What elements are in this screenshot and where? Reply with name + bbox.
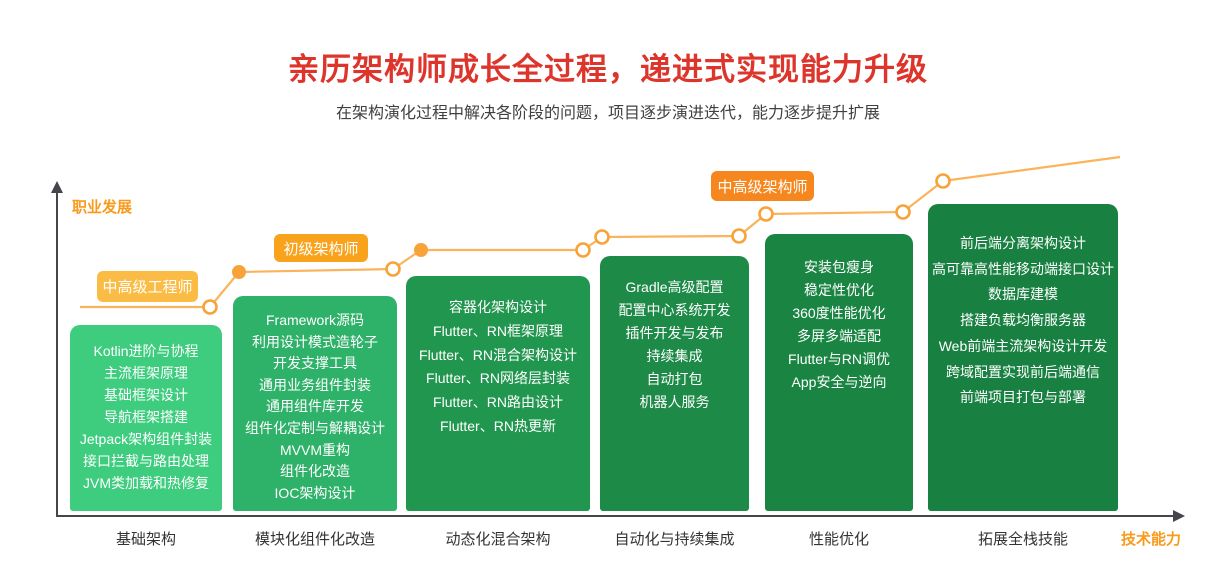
line-marker-hollow <box>575 242 591 258</box>
stage-item: 前后端分离架构设计 <box>960 235 1086 251</box>
stage-item: 通用业务组件封装 <box>259 376 371 393</box>
stage-item: Gradle高级配置 <box>625 279 724 295</box>
stage-item: Kotlin进阶与协程 <box>93 343 199 359</box>
stage-axis-label-4: 自动化与持续集成 <box>614 531 735 548</box>
stage-column-5: 安装包瘦身稳定性优化 360度性能优化多屏多端适配 Flutter与RN调优 App安… <box>765 234 913 511</box>
stage-item: 组件化定制与解耦设计 <box>245 419 385 436</box>
stage-item: 搭建负载均衡服务器 <box>960 312 1086 329</box>
y-axis-label: 职业发展 <box>72 199 133 216</box>
stage-item: 基础框架设计 <box>104 387 188 403</box>
stage-item: 自动打包 <box>646 371 703 387</box>
page-title: 亲历架构师成长全过程，递进式实现能力升级 <box>288 52 928 87</box>
stage-column-3: 容器化架构设计 Flutter、RN框架原理 Flutter、RN混合架构设计 Flu… <box>406 276 590 511</box>
stage-item: App安全与逆向 <box>791 374 887 390</box>
page-subtitle: 在架构演化过程中解决各阶段的问题，项目逐步演进迭代，能力逐步提升扩展 <box>335 105 880 122</box>
stage-item: 数据库建模 <box>988 286 1058 303</box>
stage-item: Framework源码 <box>265 312 364 328</box>
x-axis-label: 技术能力 <box>1121 531 1182 548</box>
stage-column-6: 前后端分离架构设计高可靠高性能移动端接口设计数据库建模搭建负载均衡服务器 Web前… <box>928 204 1118 511</box>
stage-item: IOC架构设计 <box>274 484 356 501</box>
stage-item: Flutter、RN框架原理 <box>433 322 563 339</box>
line-marker-hollow <box>731 228 747 244</box>
stage-item: 开发支撑工具 <box>273 355 357 372</box>
stage-item: Web前端主流架构设计开发 <box>938 337 1108 354</box>
line-marker-filled <box>414 243 428 257</box>
line-marker-hollow <box>385 261 401 277</box>
stage-item: 组件化改造 <box>280 463 350 480</box>
stage-item: 容器化架构设计 <box>449 299 547 315</box>
stage-item: Flutter、RN混合架构设计 <box>419 346 577 363</box>
stage-column-1: Kotlin进阶与协程主流框架原理基础框架设计导航框架搭建 Jetpack架构组件… <box>70 325 222 511</box>
stage-item: 插件开发与发布 <box>625 325 724 341</box>
stage-item: Flutter、RN路由设计 <box>433 394 563 411</box>
role-badge-3: 中高级架构师 <box>711 171 814 201</box>
stage-item: Jetpack架构组件封装 <box>79 431 213 447</box>
stage-axis-label-6: 拓展全栈技能 <box>977 531 1068 548</box>
stage-item: JVM类加载和热修复 <box>83 475 209 491</box>
stage-item: 导航框架搭建 <box>104 409 188 425</box>
stage-item: 通用组件库开发 <box>266 398 364 415</box>
role-badge-1: 中高级工程师 <box>97 271 198 302</box>
x-axis-arrow-icon <box>1173 510 1185 522</box>
stage-column-4: Gradle高级配置配置中心系统开发插件开发与发布持续集成自动打包机器人服务 <box>600 256 749 511</box>
stage-item: 360度性能优化 <box>792 305 886 321</box>
line-marker-hollow <box>202 299 218 315</box>
stage-item: 利用设计模式造轮子 <box>252 333 378 350</box>
line-marker-hollow <box>758 206 774 222</box>
stage-item: 前端项目打包与部署 <box>960 389 1086 406</box>
stage-axis-label-1: 基础架构 <box>115 531 176 548</box>
stage-item: 机器人服务 <box>639 394 710 410</box>
stage-item: Flutter、RN网络层封装 <box>426 370 570 387</box>
stage-item: 持续集成 <box>646 348 703 364</box>
stage-item: 稳定性优化 <box>804 282 874 298</box>
role-badge-2: 初级架构师 <box>274 234 368 262</box>
line-marker-hollow <box>935 173 951 189</box>
stage-item: 接口拦截与路由处理 <box>83 453 209 469</box>
line-marker-hollow <box>895 204 911 220</box>
stage-item: Flutter与RN调优 <box>788 351 890 367</box>
stage-item: 多屏多端适配 <box>797 328 881 344</box>
stage-item: 配置中心系统开发 <box>618 302 731 318</box>
stage-item: 高可靠高性能移动端接口设计 <box>932 260 1114 277</box>
stage-axis-label-3: 动态化混合架构 <box>445 531 551 548</box>
stage-column-2: Framework源码利用设计模式造轮子开发支撑工具通用业务组件封装通用组件库开… <box>233 296 397 511</box>
stage-item: 跨域配置实现前后端通信 <box>946 363 1100 380</box>
stage-item: Flutter、RN热更新 <box>440 417 556 434</box>
stage-axis-label-2: 模块化组件化改造 <box>254 531 375 548</box>
y-axis-arrow-icon <box>51 181 63 193</box>
stage-axis-label-5: 性能优化 <box>808 531 869 548</box>
line-marker-hollow <box>594 229 610 245</box>
stage-item: 主流框架原理 <box>104 365 188 381</box>
stage-item: MVVM重构 <box>280 441 350 458</box>
line-marker-filled <box>232 265 246 279</box>
stage-item: 安装包瘦身 <box>804 259 874 275</box>
